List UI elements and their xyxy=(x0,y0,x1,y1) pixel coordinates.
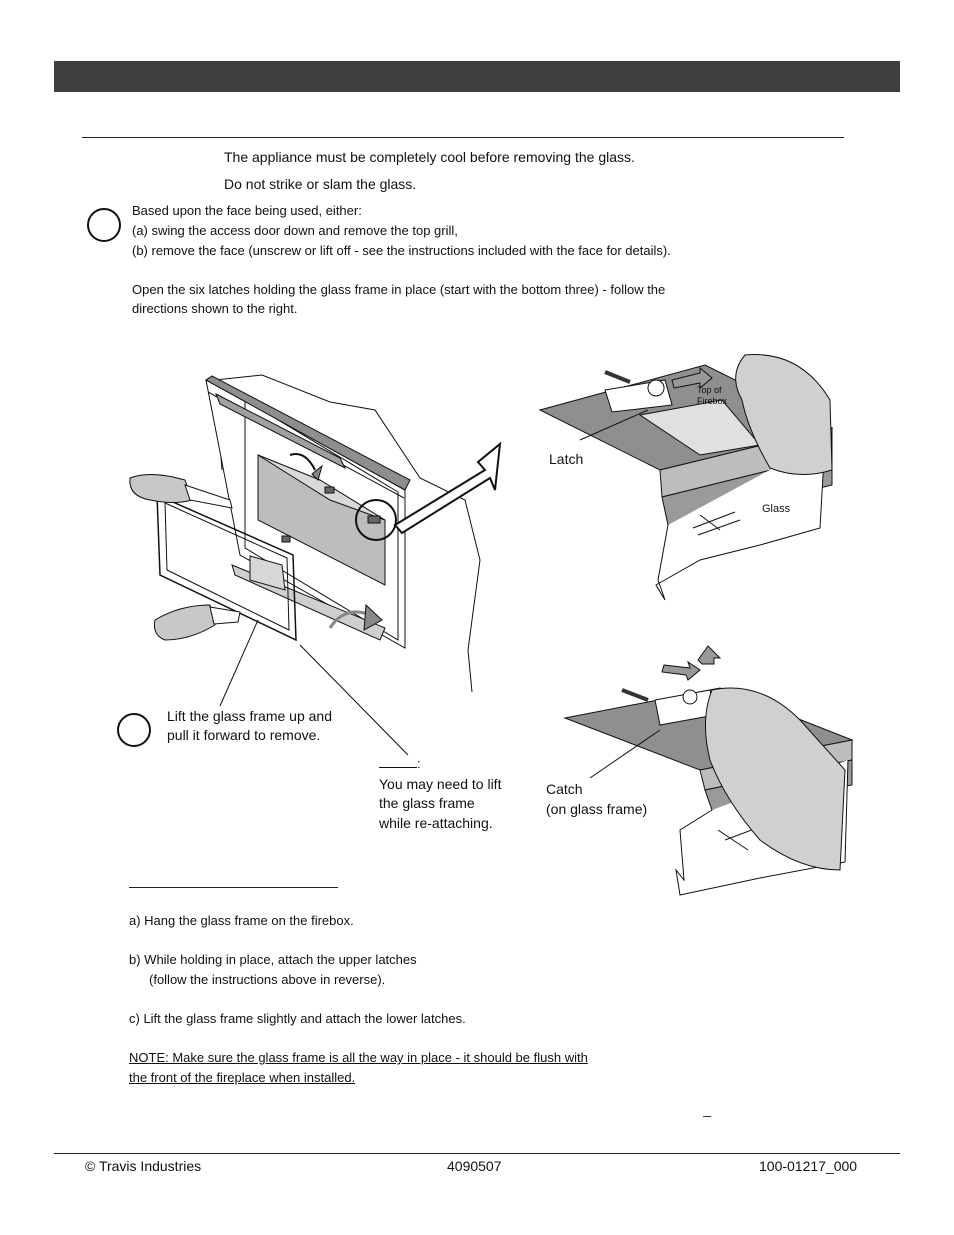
step-1-marker xyxy=(87,208,121,242)
warning-cool: The appliance must be completely cool be… xyxy=(224,149,635,165)
reinstall-note-line2: the front of the fireplace when installe… xyxy=(129,1070,356,1085)
label-catch: Catch xyxy=(546,781,583,797)
step-1-intro: Based upon the face being used, either: xyxy=(132,203,362,218)
footer-copyright: © Travis Industries xyxy=(85,1158,202,1174)
label-latch: Latch xyxy=(549,451,584,467)
section-rule xyxy=(82,137,844,138)
latch-detail-illustration xyxy=(538,354,834,601)
small-dash-mark xyxy=(703,1116,711,1117)
fireplace-illustration xyxy=(129,374,502,756)
reinstall-step-b2: (follow the instructions above in revers… xyxy=(149,972,386,987)
step-1-latches-line2: directions shown to the right. xyxy=(132,301,298,316)
note-line1: You may need to lift xyxy=(379,776,502,792)
footer-doc-number: 4090507 xyxy=(447,1158,502,1174)
step-1-latches-line1: Open the six latches holding the glass f… xyxy=(132,282,666,297)
note-line3: while re-attaching. xyxy=(379,815,493,831)
catch-detail-illustration xyxy=(563,645,854,896)
step-2-line2: pull it forward to remove. xyxy=(167,727,321,743)
note-colon: : xyxy=(417,756,421,771)
step-2-line1: Lift the glass frame up and xyxy=(167,708,332,724)
step-1-option-b: (b) remove the face (unscrew or lift off… xyxy=(132,243,671,258)
reinstall-step-c: c) Lift the glass frame slightly and att… xyxy=(129,1011,466,1026)
step-1-option-a: (a) swing the access door down and remov… xyxy=(132,223,458,238)
reinstall-heading-rule xyxy=(129,887,338,888)
note-heading: : xyxy=(379,754,421,774)
label-glass: Glass xyxy=(762,503,791,515)
label-firebox: Firebox xyxy=(697,396,728,406)
reinstall-step-a: a) Hang the glass frame on the firebox. xyxy=(129,913,354,928)
footer-part-number: 100-01217_000 xyxy=(759,1158,858,1174)
header-bar xyxy=(54,61,900,92)
label-top-of: Top of xyxy=(697,385,722,395)
footer-rule xyxy=(54,1153,900,1154)
label-catch-sub: (on glass frame) xyxy=(546,801,648,817)
note-line2: the glass frame xyxy=(379,795,475,811)
reinstall-step-b: b) While holding in place, attach the up… xyxy=(129,952,417,967)
reinstall-note-line1: NOTE: Make sure the glass frame is all t… xyxy=(129,1050,588,1065)
warning-strike: Do not strike or slam the glass. xyxy=(224,176,417,192)
step-2-marker xyxy=(117,713,151,747)
note-heading-blank xyxy=(379,755,417,768)
